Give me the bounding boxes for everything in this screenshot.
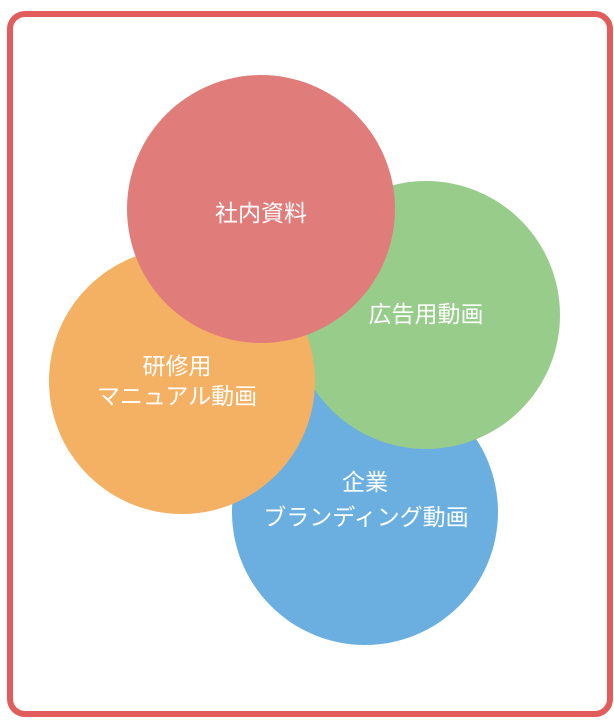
label-training-line1: 研修用 xyxy=(143,354,212,380)
label-branding-line1: 企業 xyxy=(342,470,388,496)
label-training-line2: マニュアル動画 xyxy=(97,384,257,410)
label-ad: 広告用動画 xyxy=(369,302,484,328)
label-internal: 社内資料 xyxy=(215,201,307,227)
circle-internal xyxy=(127,75,395,343)
label-branding-line2: ブランディング動画 xyxy=(263,505,468,531)
